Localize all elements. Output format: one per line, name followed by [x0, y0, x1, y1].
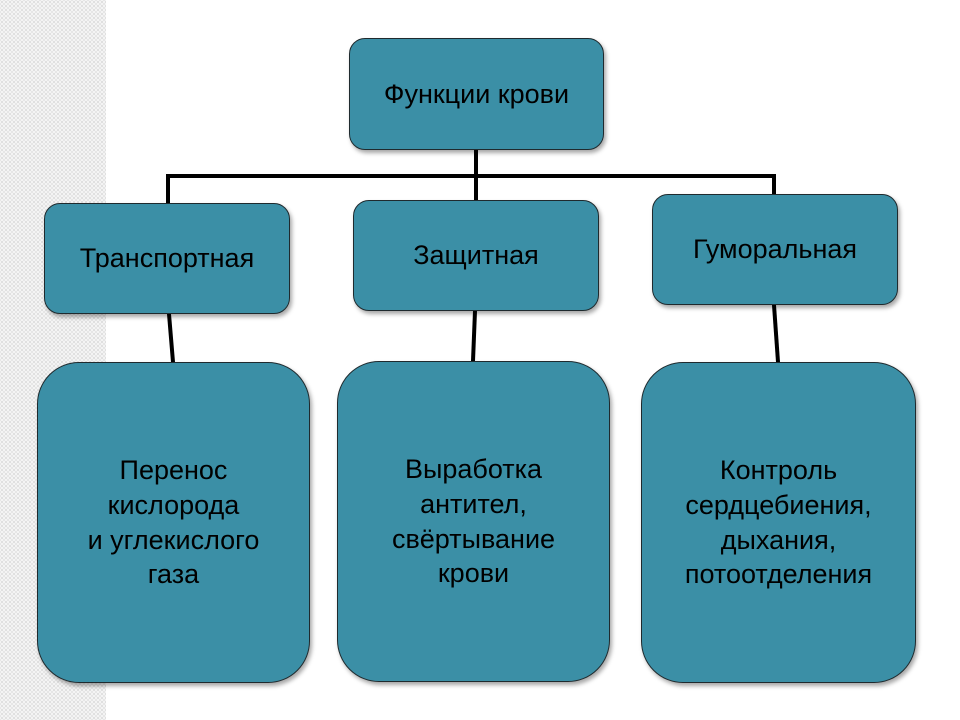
detail-node-transport: Перенос кислорода и углекислого газа — [37, 362, 310, 683]
function-node-transport: Транспортная — [44, 203, 290, 314]
detail-node-text: Выработка антител, свёртывание крови — [391, 454, 556, 589]
decorative-pattern-strip — [0, 0, 106, 720]
detail-node-text: Контроль сердцебиения, дыхания, потоотде… — [684, 455, 873, 590]
function-node-label: Гуморальная — [693, 234, 857, 265]
detail-node-protective: Выработка антител, свёртывание крови — [337, 361, 610, 682]
function-node-humoral: Гуморальная — [652, 194, 898, 305]
root-node-blood-functions: Функции крови — [349, 38, 604, 150]
function-node-protective: Защитная — [353, 200, 599, 311]
function-node-label: Транспортная — [79, 243, 255, 274]
connector-transport-detail — [166, 311, 176, 365]
connector-humoral-detail — [771, 302, 781, 365]
connector-protective-detail — [470, 308, 478, 364]
detail-node-humoral: Контроль сердцебиения, дыхания, потоотде… — [641, 362, 916, 683]
function-node-label: Защитная — [413, 240, 539, 271]
root-node-label: Функции крови — [383, 78, 570, 109]
detail-node-text: Перенос кислорода и углекислого газа — [87, 455, 260, 590]
